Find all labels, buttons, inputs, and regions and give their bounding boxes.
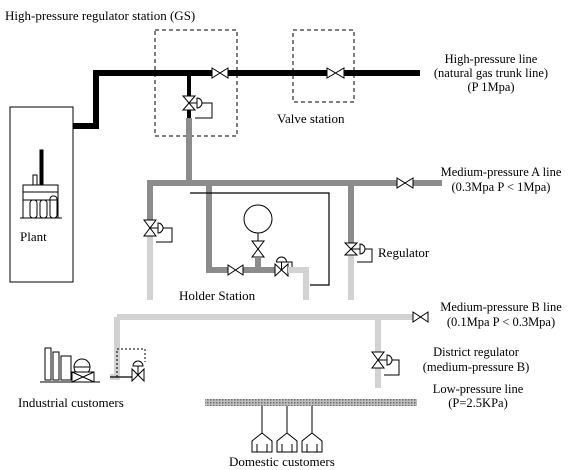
- mpb-end-valve: [412, 311, 429, 323]
- hp-line-pressure: (P 1Mpa): [467, 80, 514, 94]
- low-pressure-line: [205, 399, 417, 406]
- mpa-line-label: Medium-pressure A line: [441, 165, 562, 179]
- hp-line-label: High-pressure line: [445, 52, 538, 66]
- high-pressure-line: [73, 70, 420, 129]
- valve-station-valve: [326, 67, 345, 79]
- mpa-line-pressure: (0.3Mpa P < 1Mpa): [452, 180, 551, 194]
- industrial-branch: [110, 348, 146, 383]
- house-icon: [251, 432, 323, 453]
- mpa-right-regulator: [343, 242, 373, 263]
- valve-station-label: Valve station: [277, 111, 345, 126]
- gs-station-label: High-pressure regulator station (GS): [5, 8, 195, 23]
- district-regulator-label: District regulator: [433, 345, 520, 359]
- district-regulator: [371, 351, 400, 376]
- district-regulator-sublabel: (medium-pressure B): [423, 360, 530, 374]
- holder-station-outline: [190, 192, 330, 286]
- holder-tank: [243, 204, 273, 234]
- holder-tank-valve: [251, 240, 265, 258]
- hp-line-sublabel: (natural gas trunk line): [434, 66, 548, 80]
- valve-station-box: [292, 29, 355, 103]
- domestic-feed-lines: [261, 406, 313, 434]
- lp-line-pressure: (P=2.5KPa): [448, 396, 507, 410]
- holder-station-label: Holder Station: [179, 288, 256, 303]
- holder-regulator: [274, 256, 293, 278]
- gs-main-valve: [211, 67, 229, 79]
- holder-inlet-valve: [227, 264, 244, 276]
- industrial-plant-icon: [40, 347, 100, 383]
- domestic-customers-label: Domestic customers: [229, 454, 335, 469]
- industrial-customers-label: Industrial customers: [18, 395, 124, 410]
- mpb-line-label: Medium-pressure B line: [440, 300, 562, 314]
- mpb-line-pressure: (0.1Mpa P < 0.3Mpa): [447, 315, 555, 329]
- regulator-label: Regulator: [378, 245, 430, 260]
- medium-pressure-b-line: [114, 236, 413, 388]
- gs-station-box: [154, 29, 238, 137]
- medium-pressure-a-line: [147, 118, 442, 273]
- lp-line-label: Low-pressure line: [433, 382, 524, 396]
- plant-label: Plant: [20, 229, 47, 244]
- gs-regulator: [181, 95, 213, 119]
- mpa-end-valve: [396, 177, 414, 189]
- mpa-left-regulator: [143, 219, 173, 243]
- factory-icon: [20, 149, 62, 219]
